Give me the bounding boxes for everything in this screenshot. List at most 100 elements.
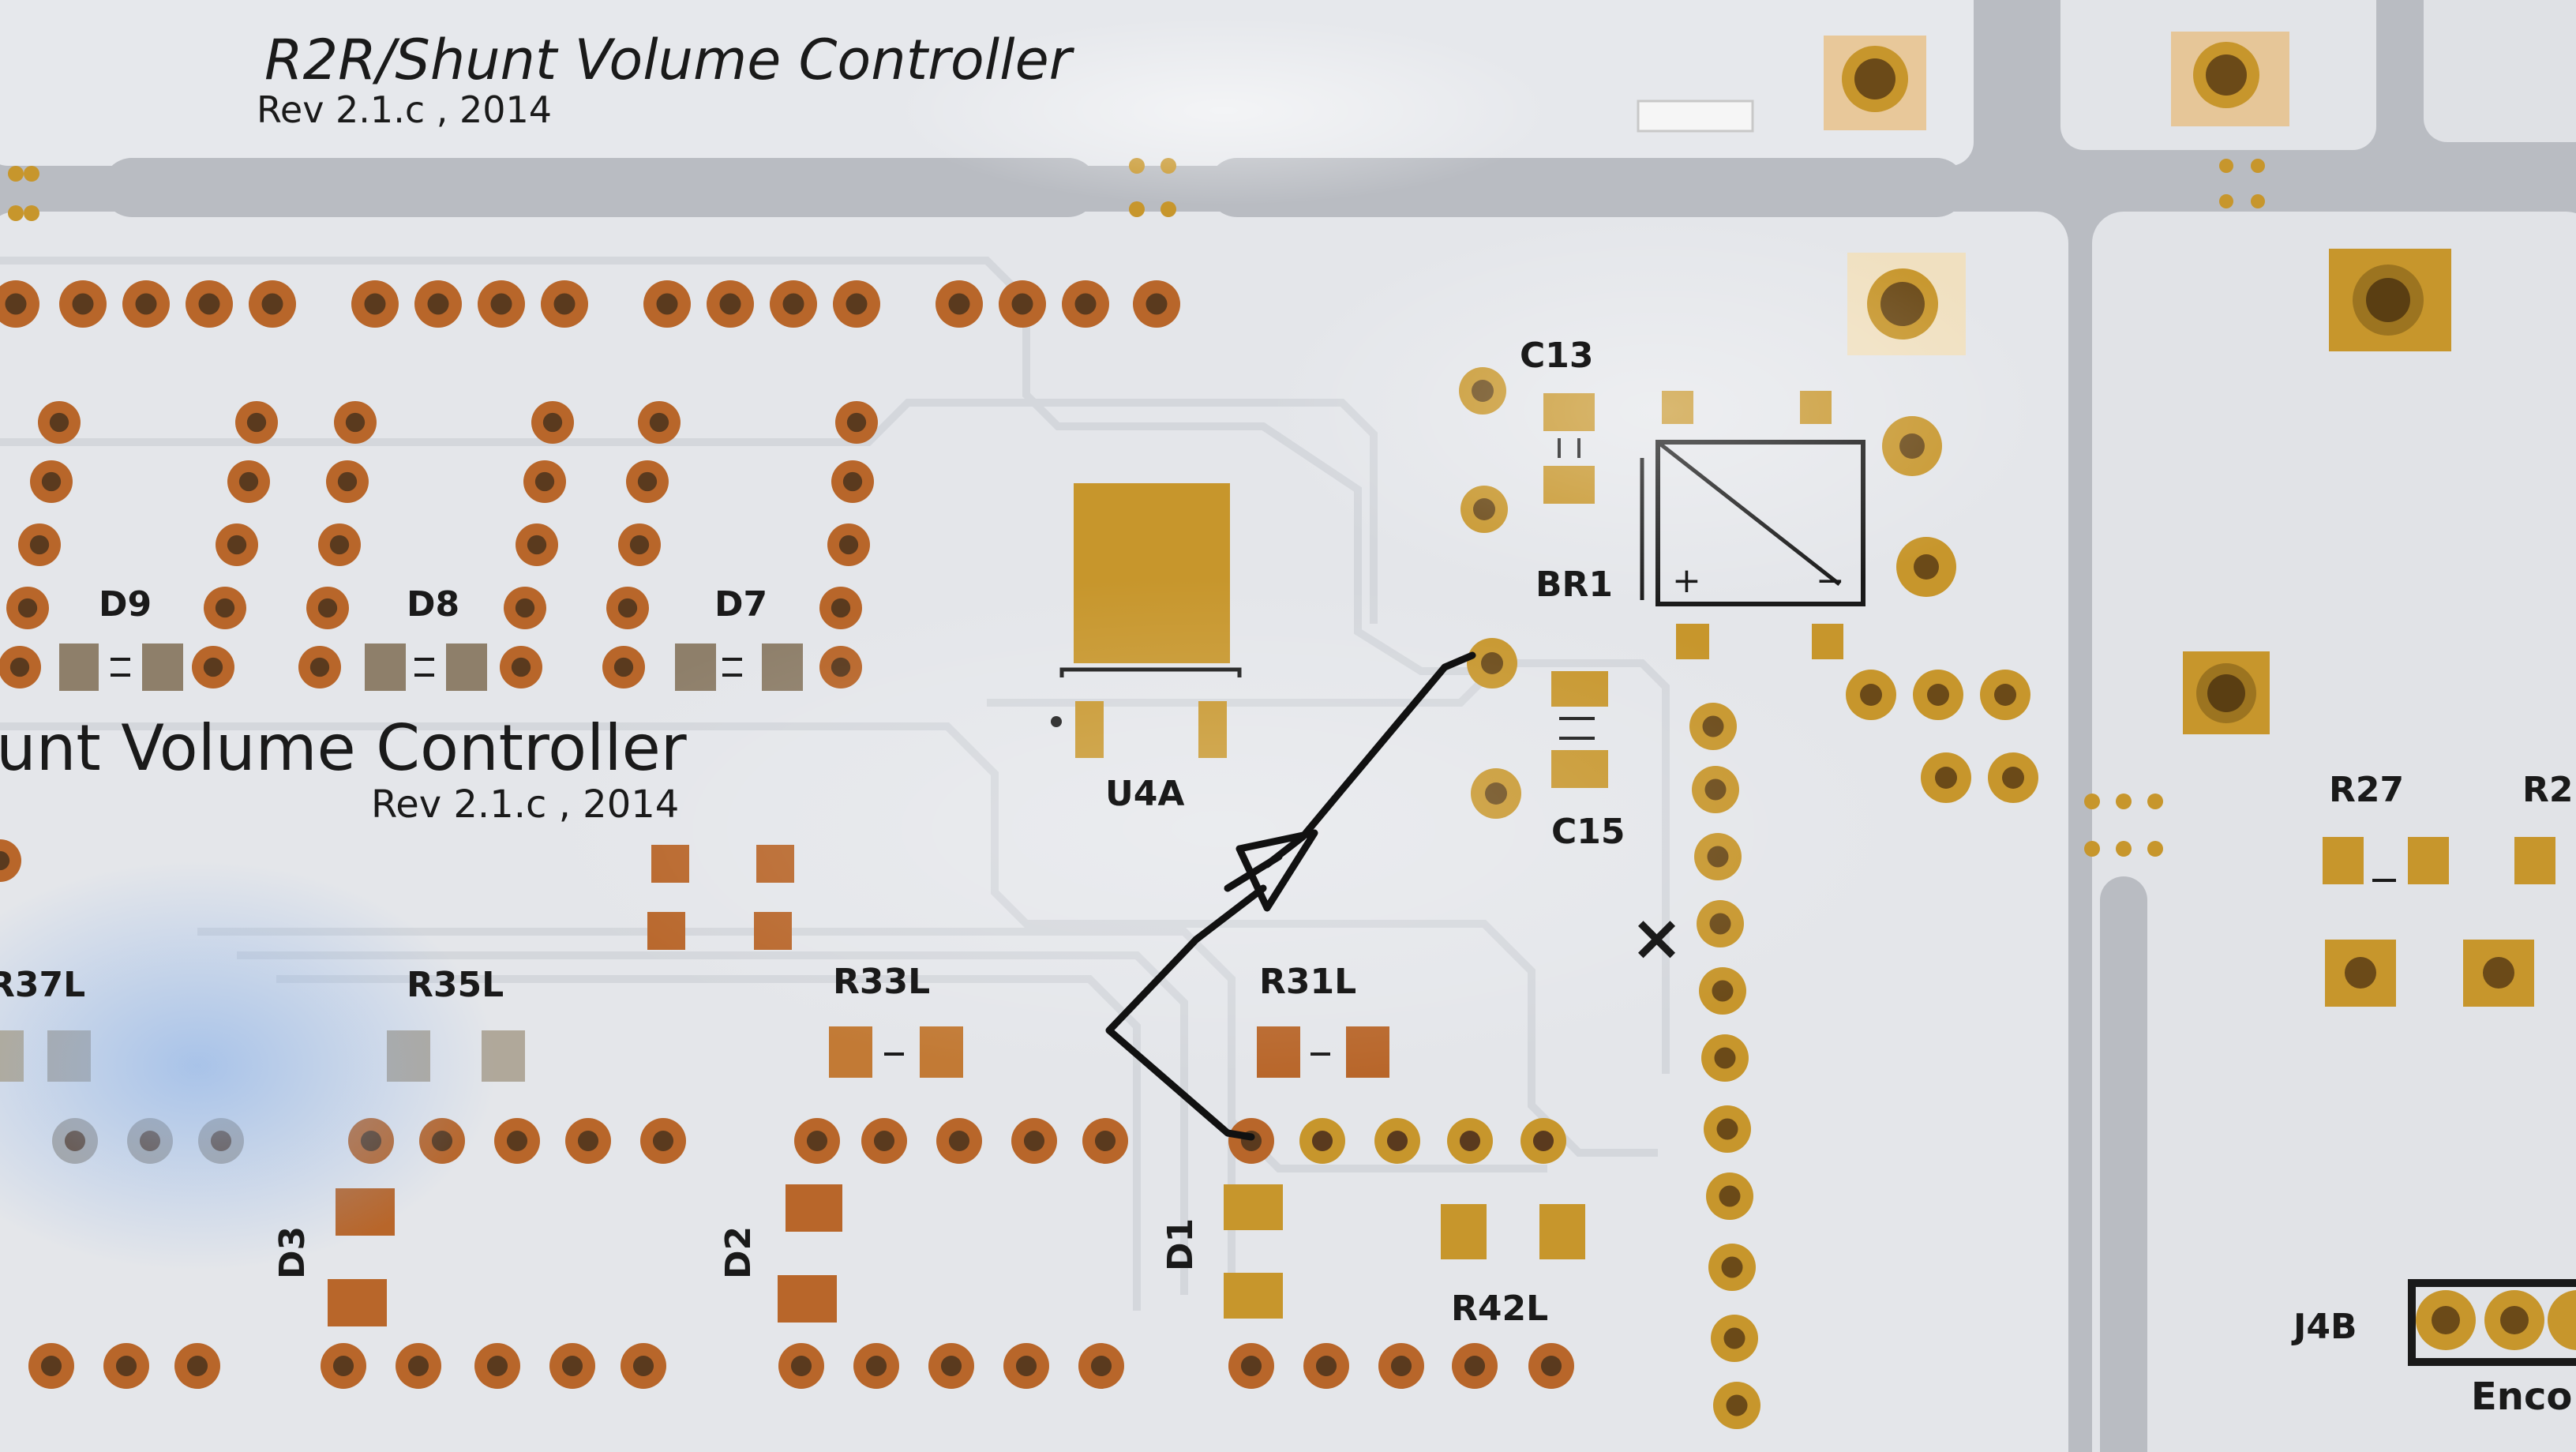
pad-hole: [1532, 1130, 1554, 1152]
pad-hole: [1714, 1047, 1736, 1069]
pad-hole: [632, 1355, 654, 1377]
label-d7: D7: [714, 584, 767, 625]
label-d2: D2: [718, 1226, 759, 1279]
pad-hole: [940, 1355, 962, 1377]
pad-hole: [215, 598, 235, 618]
board-title: R2R/Shunt Volume Controller: [264, 28, 1075, 92]
pad-hole: [948, 293, 970, 315]
label-r37l: R37L: [0, 965, 85, 1005]
pad-hole: [1540, 1355, 1562, 1377]
pad-hole: [1311, 1130, 1333, 1152]
pad-hole: [238, 471, 259, 492]
pad-hole: [29, 535, 50, 555]
pad-hole: [332, 1355, 354, 1377]
pad-hole: [534, 471, 555, 492]
pad-hole: [948, 1130, 970, 1152]
pad-hole: [1464, 1355, 1486, 1377]
pad-hole: [1015, 1355, 1037, 1377]
pad-hole: [115, 1355, 137, 1377]
pad-row-top: [0, 280, 1180, 328]
pad-hole: [407, 1355, 429, 1377]
label-d8: D8: [407, 584, 459, 625]
pad-hole: [637, 471, 658, 492]
pad-hole: [40, 1355, 62, 1377]
pad-hole: [5, 293, 27, 315]
pad-hole: [527, 535, 547, 555]
label-j4b: J4B: [2291, 1307, 2357, 1347]
label-d9: D9: [99, 584, 152, 625]
pad-hole: [1723, 1327, 1745, 1349]
board-revision: Rev 2.1.c , 2014: [257, 88, 552, 131]
pad-hole: [617, 598, 638, 618]
label-enco: Enco: [2471, 1375, 2572, 1419]
pad-hole: [838, 535, 859, 555]
pad-hole: [1721, 1256, 1743, 1278]
pad-hole: [1716, 1118, 1738, 1140]
pad-hole: [561, 1355, 583, 1377]
pad-hole: [1726, 1394, 1748, 1416]
label-minus: −: [1816, 561, 1845, 601]
pad-hole: [652, 1130, 674, 1152]
through-hole-pad: [0, 839, 21, 882]
label-u4a: U4A: [1105, 774, 1184, 814]
pad-hole: [629, 535, 650, 555]
label-x-mark: ×: [1630, 901, 1683, 974]
pad-hole: [1240, 1355, 1262, 1377]
pad-hole: [846, 412, 867, 433]
pad-hole: [203, 657, 223, 677]
pad-hole: [515, 598, 535, 618]
pad-hole: [246, 412, 267, 433]
pad-hole: [261, 293, 283, 315]
pad-hole: [511, 657, 531, 677]
pad-hole: [649, 412, 669, 433]
pad-hole: [72, 293, 94, 315]
pad-hole: [329, 535, 350, 555]
pad-hole: [1011, 293, 1033, 315]
pad-hole: [337, 471, 358, 492]
pad-hole: [873, 1130, 895, 1152]
pad-hole: [553, 293, 576, 315]
pad-hole: [135, 293, 157, 315]
pad-hole: [198, 293, 220, 315]
pad-hole: [577, 1130, 599, 1152]
pad-hole: [719, 293, 741, 315]
pad-hole: [490, 293, 512, 315]
pad-hole: [1719, 1185, 1741, 1207]
pad-hole: [790, 1355, 812, 1377]
pad-hole: [865, 1355, 887, 1377]
label-r33l: R33L: [833, 962, 930, 1002]
label-r35l: R35L: [407, 965, 504, 1005]
pad-hole: [345, 412, 366, 433]
pad-hole: [309, 657, 330, 677]
board-title-lower: unt Volume Controller: [0, 711, 687, 785]
pad-hole: [1074, 293, 1097, 315]
pad-hole: [1090, 1355, 1112, 1377]
label-r27: R27: [2329, 770, 2404, 810]
label-d3: D3: [272, 1226, 313, 1279]
pad-hole: [227, 535, 247, 555]
label-plus: +: [1672, 561, 1701, 601]
label-r2x: R2: [2522, 770, 2574, 810]
pad-hole: [486, 1355, 508, 1377]
pad-hole: [782, 293, 804, 315]
pad-hole: [542, 412, 563, 433]
pad-hole: [506, 1130, 528, 1152]
pad-hole: [1315, 1355, 1337, 1377]
pad-hole: [1146, 293, 1168, 315]
pad-hole: [1459, 1130, 1481, 1152]
label-c15: C15: [1551, 812, 1625, 852]
pad-hole: [427, 293, 449, 315]
label-br1: BR1: [1535, 565, 1613, 605]
pad-hole: [1386, 1130, 1408, 1152]
pad-hole: [0, 850, 10, 871]
pad-hole: [846, 293, 868, 315]
board-revision-lower: Rev 2.1.c , 2014: [371, 782, 679, 827]
board-slot: [103, 158, 1097, 217]
j4b-header: [2408, 1279, 2576, 1366]
label-c13: C13: [1520, 336, 1594, 376]
pad-hole: [317, 598, 338, 618]
pad-hole: [9, 657, 30, 677]
marker-diode-annotation: [1105, 651, 1476, 1141]
pad-hole: [1390, 1355, 1412, 1377]
